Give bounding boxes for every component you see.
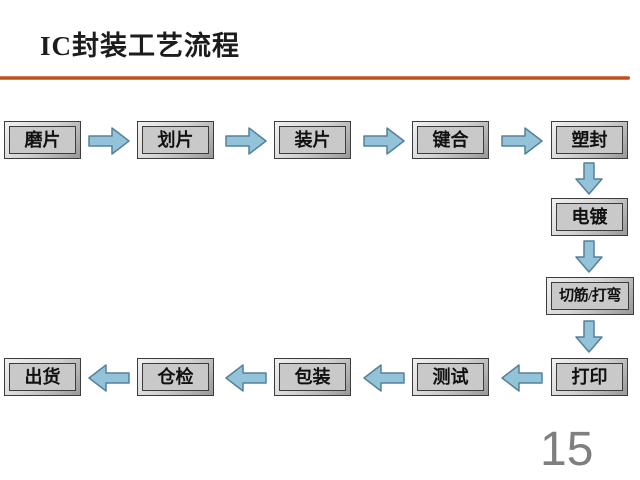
flow-step-plating: 电镀 [551,198,628,236]
flow-step-label: 划片 [142,126,209,154]
arrow-down-icon [574,320,604,353]
flow-step-label: 电镀 [556,203,623,231]
flow-step-warehouse-inspection: 仓检 [137,358,214,396]
flow-step-label: 塑封 [556,126,623,154]
arrow-left-icon [88,363,130,393]
arrow-left-icon [363,363,405,393]
flow-step-label: 切筋/打弯 [551,282,629,310]
flow-step-testing: 测试 [412,358,489,396]
flow-step-label: 包装 [279,363,346,391]
flow-step-wafer-grinding: 磨片 [4,121,81,159]
flow-step-shipping: 出货 [4,358,81,396]
arrow-down-icon [574,162,604,195]
arrow-right-icon [225,126,267,156]
flow-step-label: 仓检 [142,363,209,391]
flow-step-die-attach: 装片 [274,121,351,159]
page-number: 15 [540,423,594,476]
flow-step-wire-bonding: 键合 [412,121,489,159]
arrow-right-icon [88,126,130,156]
arrow-right-icon [501,126,543,156]
flow-step-label: 出货 [9,363,76,391]
flow-step-packing: 包装 [274,358,351,396]
arrow-right-icon [363,126,405,156]
page-title: IC封装工艺流程 [40,31,241,61]
arrow-left-icon [501,363,543,393]
flow-step-marking: 打印 [551,358,628,396]
flow-step-molding: 塑封 [551,121,628,159]
flow-step-dicing: 划片 [137,121,214,159]
flow-step-label: 装片 [279,126,346,154]
arrow-down-icon [574,240,604,273]
title-underline [0,76,630,80]
flow-step-label: 键合 [417,126,484,154]
flow-step-label: 打印 [556,363,623,391]
flow-step-label: 磨片 [9,126,76,154]
flow-step-label: 测试 [417,363,484,391]
arrow-left-icon [225,363,267,393]
flow-step-trim-form: 切筋/打弯 [546,277,634,315]
